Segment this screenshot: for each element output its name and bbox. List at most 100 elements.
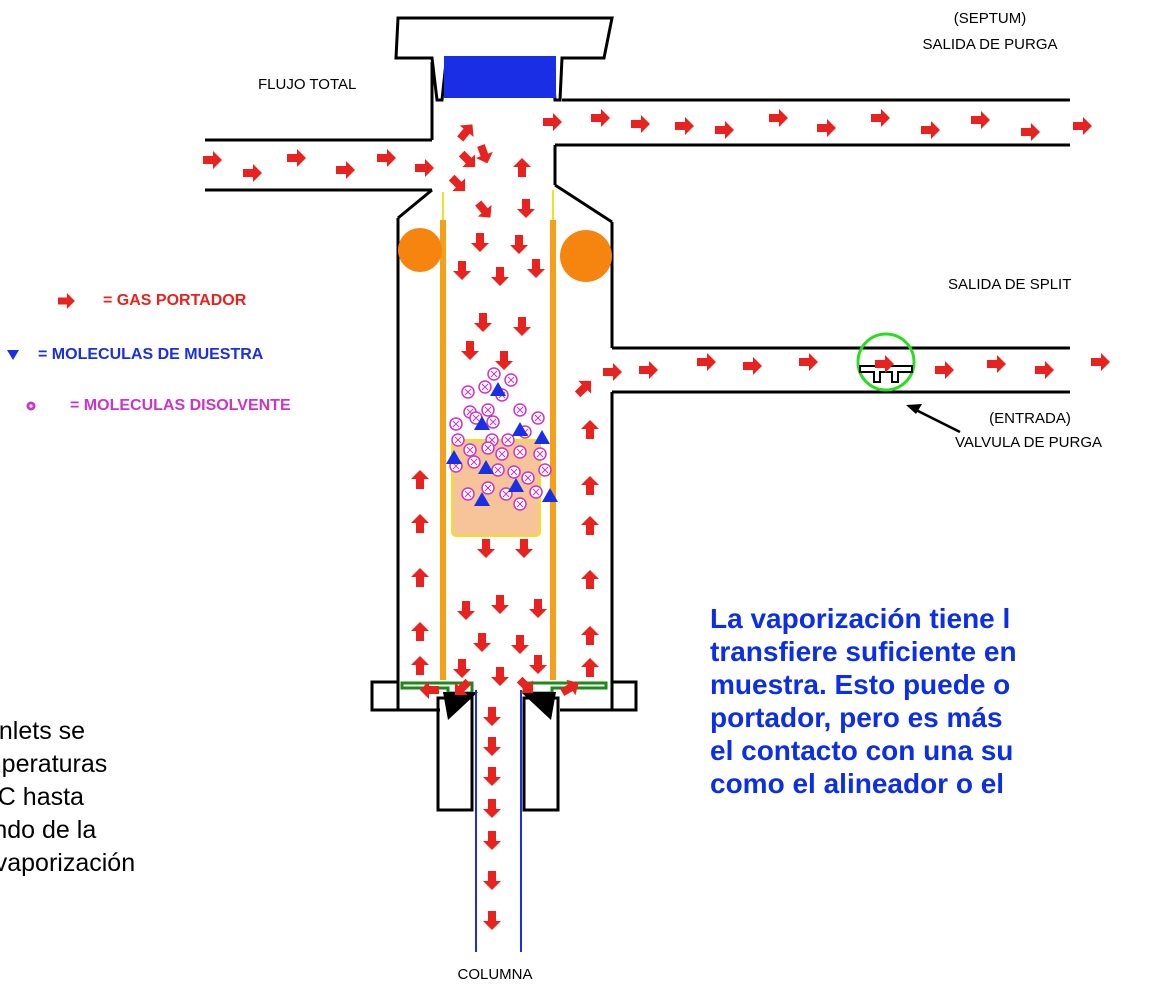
gas-arrow	[697, 353, 716, 371]
solvent-molecule-mark	[532, 488, 540, 496]
gas-arrow	[510, 235, 528, 254]
gas-arrow	[571, 374, 598, 401]
solvent-molecule-mark	[534, 414, 542, 422]
gas-arrow	[483, 707, 501, 726]
gas-arrow	[474, 313, 492, 332]
solvent-molecule-mark	[494, 466, 502, 474]
gas-arrow	[243, 164, 262, 182]
legend-solvent-text: = MOLECULAS DISOLVENTE	[70, 397, 291, 414]
sample-molecule	[534, 430, 550, 444]
note-left-line: diendo de la	[0, 816, 97, 844]
gas-arrow	[529, 655, 547, 674]
solvent-molecule-mark	[452, 420, 460, 428]
solvent-molecule-mark	[516, 500, 524, 508]
solvent-molecule-mark	[464, 388, 472, 396]
gas-arrow	[581, 420, 599, 439]
solvent-molecule-mark	[464, 490, 472, 498]
solvent-molecule-mark	[472, 414, 480, 422]
purge-valve	[856, 332, 916, 392]
note-right-line: La vaporización tiene l	[710, 603, 1011, 634]
note-left-line: 75°C hasta	[0, 783, 84, 811]
gas-arrow	[675, 117, 694, 135]
gas-arrow	[411, 656, 429, 675]
gas-arrow	[377, 149, 396, 167]
solvent-molecule-mark	[466, 446, 474, 454]
solvent-molecule-mark	[498, 450, 506, 458]
solvent-molecule-mark	[484, 484, 492, 492]
gas-arrow	[457, 601, 475, 620]
gas-arrow	[336, 161, 355, 179]
legend-gas-text: = GAS PORTADOR	[103, 292, 247, 309]
gas-arrow	[515, 539, 533, 558]
septum	[444, 56, 556, 98]
blue-triangle-icon	[2, 349, 24, 361]
gas-arrow	[455, 147, 482, 174]
gas-arrow	[453, 261, 471, 280]
gas-arrow	[715, 121, 734, 139]
gas-arrow	[581, 570, 599, 589]
note-left-line: s	[0, 880, 290, 913]
gas-arrow	[817, 119, 836, 137]
label-septum: (SEPTUM)	[953, 10, 1027, 27]
gas-arrow	[513, 158, 531, 177]
solvent-molecules	[449, 367, 552, 511]
solvent-molecule-mark	[516, 406, 524, 414]
gas-arrow	[1091, 353, 1110, 371]
gas-arrow	[581, 476, 599, 495]
note-right-line: el contacto con una su	[710, 735, 1014, 766]
gas-arrow	[483, 799, 501, 818]
solvent-molecule-mark	[484, 444, 492, 452]
gas-arrow	[581, 516, 599, 535]
gas-arrow	[581, 626, 599, 645]
note-right-line: portador, pero es más	[710, 702, 1003, 733]
gas-arrow	[971, 111, 990, 129]
gas-arrow	[935, 361, 954, 379]
gas-arrow	[1073, 117, 1092, 135]
note-right-line: como el alineador o el	[710, 768, 1005, 799]
red-arrow-icon	[55, 293, 77, 309]
sample-molecules	[446, 382, 558, 506]
note-left: os inlets se temperaturas 75°C hasta die…	[0, 715, 290, 913]
gas-arrow	[491, 667, 509, 686]
legend-sample-text: = MOLECULAS DE MUESTRA	[38, 346, 264, 363]
sample-molecule	[512, 422, 528, 436]
gas-arrow	[517, 199, 535, 218]
sample-molecule	[542, 488, 558, 502]
solvent-molecule-mark	[504, 436, 512, 444]
gas-arrow	[639, 361, 658, 379]
solvent-molecule-mark	[470, 458, 478, 466]
gas-arrow	[483, 871, 501, 890]
sample-molecule	[474, 416, 490, 430]
solvent-molecule-mark	[490, 370, 498, 378]
solvent-molecule-mark	[516, 448, 524, 456]
gas-arrow	[921, 121, 940, 139]
gas-arrow	[987, 355, 1006, 373]
gas-arrow	[491, 267, 509, 286]
gas-arrow	[411, 568, 429, 587]
gas-arrow	[483, 831, 501, 850]
sample-molecule	[474, 492, 490, 506]
solvent-molecule-mark	[484, 406, 492, 414]
gas-arrow	[1035, 361, 1054, 379]
solvent-molecule-mark	[536, 450, 544, 458]
violet-circle-icon	[20, 400, 42, 412]
sample-molecule	[446, 450, 462, 464]
gas-arrow	[477, 539, 495, 558]
gas-arrow	[529, 599, 547, 618]
gas-arrow	[415, 159, 434, 177]
gas-arrow	[495, 351, 513, 370]
liner	[440, 190, 556, 680]
gas-arrow	[483, 767, 501, 786]
solvent-molecule-mark	[541, 466, 549, 474]
gas-arrow	[203, 151, 222, 169]
note-right: La vaporización tiene l transfiere sufic…	[710, 602, 1166, 800]
note-right-line: transfiere suficiente en	[710, 636, 1017, 667]
solvent-molecule-mark	[524, 474, 532, 482]
gas-arrow	[453, 118, 480, 145]
gas-arrow	[591, 109, 610, 127]
gas-arrow	[1021, 123, 1040, 141]
gas-arrow	[527, 259, 545, 278]
label-flujo-total: FLUJO TOTAL	[258, 76, 357, 93]
label-valvula-purga: VALVULA DE PURGA	[955, 434, 1102, 451]
